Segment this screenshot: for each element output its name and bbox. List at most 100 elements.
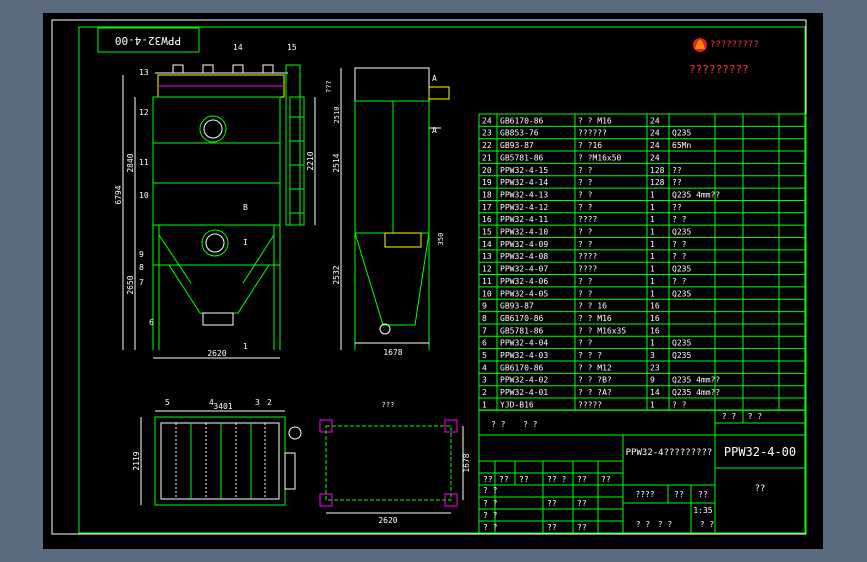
bom-cell: ? ? ?B? (578, 376, 612, 385)
cad-viewport[interactable]: PPW32-4-00 ????????? ????????? (43, 13, 823, 549)
foundation-title: ??? (382, 401, 395, 409)
bom-cell: 10 (482, 289, 492, 298)
sign-label-4: ? ? (483, 523, 498, 532)
bom-cell: PPW32-4-08 (500, 252, 548, 261)
bom-cell: PPW32-4-09 (500, 240, 548, 249)
bom-cell: 128 (650, 166, 665, 175)
plan-callouts: 5 4 3 2 (165, 398, 272, 407)
bom-cell: Q235 (672, 129, 691, 138)
bom-cell: ? ? M16 (578, 314, 612, 323)
callout-1: 1 (243, 342, 248, 351)
bom-cell: ?? (672, 166, 682, 175)
bom-cell: PPW32-4-10 (500, 228, 548, 237)
header-left-cell-2: ? ? (523, 420, 538, 429)
sign-label-8: ?? (577, 523, 587, 532)
assembly-drawing: PPW32-4-00 ????????? ????????? (51, 19, 807, 535)
dim-front-width: 2620 (207, 349, 226, 358)
callout-12: 12 (139, 108, 149, 117)
rev-row-label-6: ?? (601, 475, 611, 484)
bom-cell: ? ? (672, 400, 687, 409)
ratio-cell-2: ?? (698, 490, 708, 499)
bom-cell: PPW32-4-11 (500, 215, 548, 224)
bom-cell: ? ? (578, 277, 593, 286)
bom-cell: ? ? (578, 289, 593, 298)
bom-cell: ? ? M16 (578, 116, 612, 125)
sheet-inner-border (78, 26, 806, 534)
callout-11: 11 (139, 158, 149, 167)
flame-icon-inner (695, 40, 705, 49)
bom-cell: 128 (650, 178, 665, 187)
plan-view (140, 410, 302, 506)
product-name: PPW32-4????????? (626, 448, 713, 458)
bom-cell: 24 (650, 116, 660, 125)
bom-cell: Q235 (672, 265, 691, 274)
header-left-cell-1: ? ? (491, 420, 506, 429)
bom-cell: 23 (482, 129, 492, 138)
side-view (340, 67, 450, 350)
bom-cell: ?? (672, 203, 682, 212)
top-right-cell-2: ? ? (748, 412, 763, 421)
dim-front-right: 2210 (306, 151, 315, 170)
bom-cell: GB6170-86 (500, 116, 544, 125)
bom-cell: PPW32-4-13 (500, 190, 548, 199)
bom-cell: ? ? ?A? (578, 388, 612, 397)
bom-cell: PPW32-4-06 (500, 277, 548, 286)
bom-cell: ? ?16 (578, 141, 602, 150)
code-box (97, 27, 200, 53)
bom-cell: ? ? M16x35 (578, 326, 626, 335)
bom-cell: 14 (482, 240, 492, 249)
bom-cell: 19 (482, 178, 492, 187)
callout-13: 13 (139, 68, 149, 77)
dim-front-lower: 2650 (126, 275, 135, 294)
logo-subtext: ????????? (689, 63, 749, 76)
bom-cell: 22 (482, 141, 492, 150)
bom-cell: 24 (650, 129, 660, 138)
side-label-a1: A (432, 74, 437, 83)
bom-cell: GB5781-86 (500, 326, 544, 335)
sign-label-7: ?? (577, 499, 587, 508)
bom-cell: ? ? (672, 252, 687, 261)
sheet-cell-1: ? ? (636, 520, 651, 529)
callout-2: 2 (267, 398, 272, 407)
bom-cell: 4 (482, 363, 487, 372)
bom-cell: GB5781-86 (500, 153, 544, 162)
sheet-cell-2: ? ? (658, 520, 673, 529)
dim-foundation-height: 1678 (462, 453, 471, 472)
bom-cell: 5 (482, 351, 487, 360)
bom-cell: YJD-B16 (500, 400, 534, 409)
bom-cell: ? ? ? (578, 351, 602, 360)
dim-side-inlet: 2510 (333, 107, 341, 124)
bom-cell: PPW32-4-12 (500, 203, 548, 212)
bom-cell: PPW32-4-01 (500, 388, 548, 397)
bom-cell: ? ? 16 (578, 302, 607, 311)
bom-cell: 23 (650, 363, 660, 372)
bom-cell: GB6170-86 (500, 363, 544, 372)
bom-cell: Q235 (672, 351, 691, 360)
bom-cell: 65Mn (672, 141, 691, 150)
bom-cell: 21 (482, 153, 492, 162)
bom-cell: PPW32-4-14 (500, 178, 548, 187)
sheet-cell-3: ? ? (700, 520, 715, 529)
bom-cell: 12 (482, 265, 492, 274)
bom-cell: 3 (650, 351, 655, 360)
callout-6: 6 (149, 318, 154, 327)
dim-side-bottom: 2532 (332, 265, 341, 284)
bom-cell: 6 (482, 339, 487, 348)
code-box-text: PPW32-4-00 (115, 34, 181, 47)
bom-cell: GB93-87 (500, 302, 534, 311)
bom-cell: GB93-87 (500, 141, 534, 150)
callout-4: 4 (209, 398, 214, 407)
dim-plan-length: 3401 (213, 402, 232, 411)
rev-row-label-4: ?? ? (547, 475, 566, 484)
bom-cell: 11 (482, 277, 492, 286)
bom-cell: 1 (650, 228, 655, 237)
rev-row-label-3: ?? (519, 475, 529, 484)
bom-cell: PPW32-4-05 (500, 289, 548, 298)
bom-cell: 24 (650, 153, 660, 162)
bom-cell: ? ?M16x50 (578, 153, 622, 162)
bom-cell: 20 (482, 166, 492, 175)
bom-cell: Q235 (672, 228, 691, 237)
bom-cell: ? ? (578, 178, 593, 187)
bom-cell: 24 (482, 116, 492, 125)
dim-front-total-height: 6794 (114, 185, 123, 204)
